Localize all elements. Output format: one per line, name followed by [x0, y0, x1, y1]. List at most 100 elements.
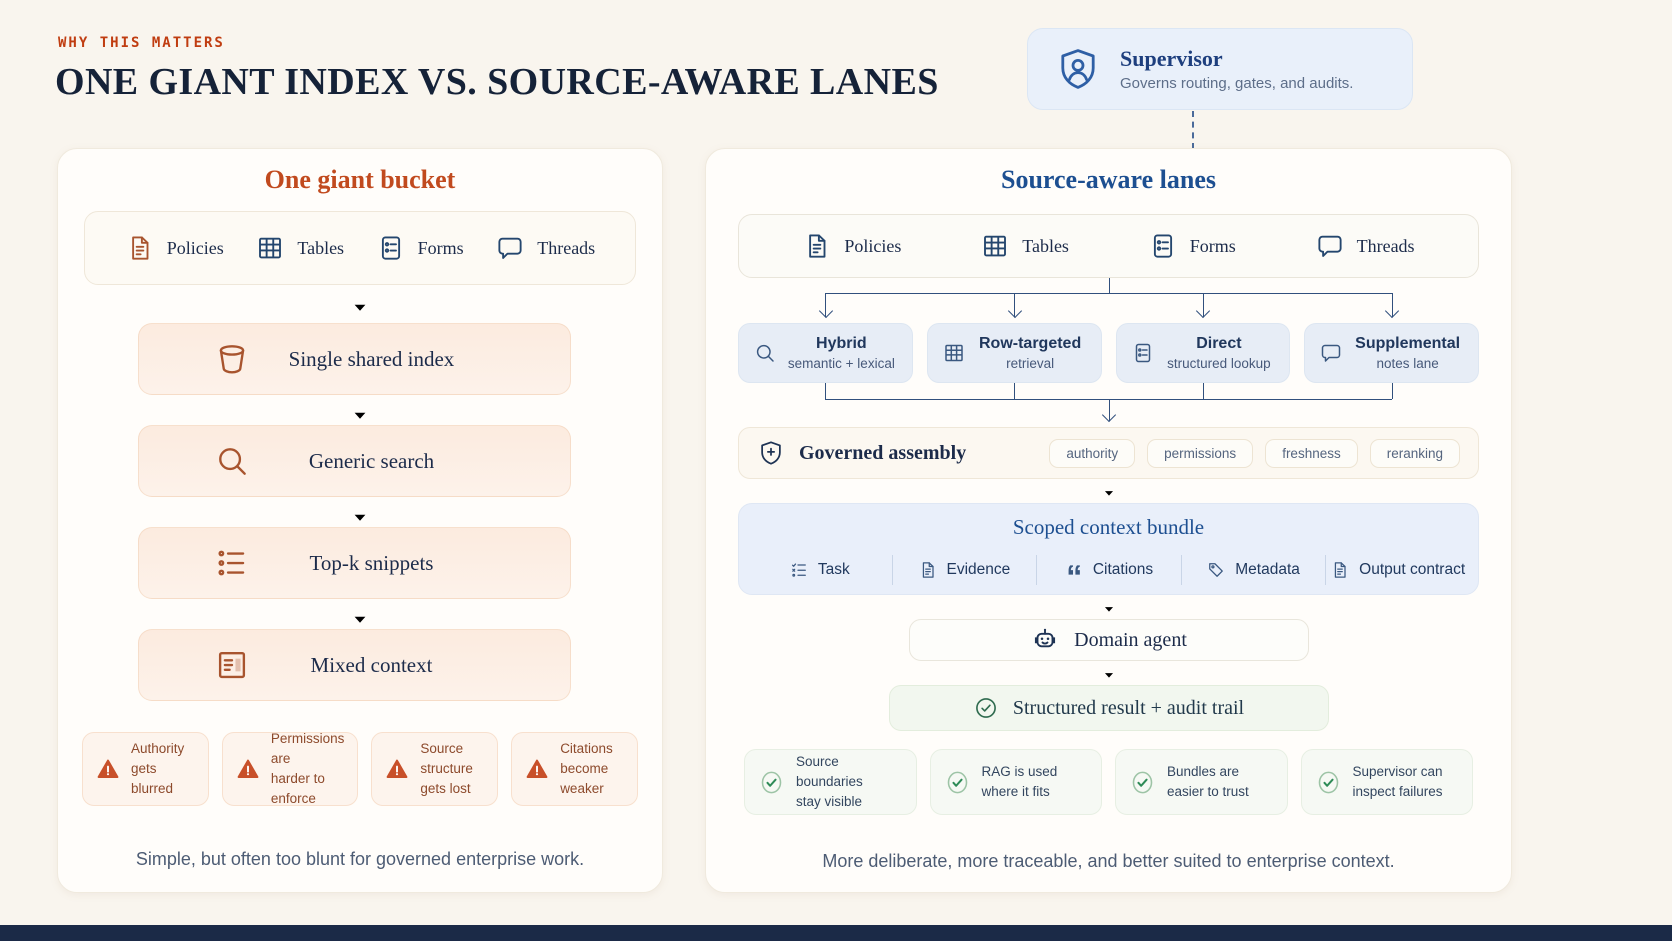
structured-result-box: Structured result + audit trail	[888, 685, 1329, 731]
document-icon	[802, 231, 832, 261]
connector-line	[1202, 383, 1204, 399]
source-label: Threads	[537, 237, 596, 258]
supervisor-card: Supervisor Governs routing, gates, and a…	[1027, 28, 1413, 110]
bundle-item-output-contract: Output contract	[1325, 549, 1470, 591]
form-icon	[1131, 341, 1155, 365]
shield-user-icon	[1054, 45, 1102, 93]
supervisor-subtitle: Governs routing, gates, and audits.	[1120, 75, 1354, 92]
check-circle-icon	[1129, 769, 1156, 796]
source-label: Forms	[417, 237, 464, 258]
chip-freshness: freshness	[1265, 438, 1358, 468]
down-arrow-icon	[1014, 293, 1016, 317]
down-arrow-icon	[706, 596, 1511, 617]
lane-text: Direct structured lookup	[1167, 334, 1271, 371]
bundle-item-citations: Citations	[1036, 549, 1181, 591]
down-arrow-icon	[58, 290, 662, 318]
down-arrow-icon	[58, 398, 662, 426]
check-circle-icon	[944, 769, 971, 796]
governed-assembly-bar: Governed assembly authority permissions …	[738, 427, 1479, 479]
right-sources-row: Policies Tables Forms Threads	[738, 214, 1479, 278]
bullet-list-icon	[213, 544, 251, 582]
lane-text: Row-targeted retrieval	[979, 334, 1082, 371]
bundle-items-row: Task Evidence Citations Metadata Output …	[739, 549, 1478, 591]
chip-permissions: permissions	[1147, 438, 1254, 468]
checklist-icon	[789, 560, 809, 580]
warning-triangle-icon	[96, 757, 120, 781]
structured-result-label: Structured result + audit trail	[1012, 696, 1245, 719]
source-label: Policies	[844, 235, 902, 256]
warning-triangle-icon	[525, 757, 549, 781]
search-icon	[213, 442, 251, 480]
source-item-policies: Policies	[125, 233, 224, 263]
chip-authority: authority	[1049, 438, 1136, 468]
warning-triangle-icon	[385, 757, 409, 781]
source-item-tables: Tables	[255, 233, 344, 263]
lanes-row: Hybrid semantic + lexical Row-targeted r…	[738, 323, 1479, 383]
check-circle-icon	[973, 695, 999, 721]
table-icon	[942, 341, 966, 365]
warning-triangle-icon	[236, 757, 260, 781]
flow-step-generic-search: Generic search	[138, 425, 571, 497]
chat-bubble-icon	[1315, 231, 1345, 261]
document-icon	[125, 233, 155, 263]
split-connector	[738, 278, 1479, 323]
eyebrow-label: WHY THIS MATTERS	[58, 35, 225, 51]
search-icon	[753, 341, 777, 365]
lane-supplemental-notes: Supplemental notes lane	[1304, 323, 1479, 383]
lane-text: Hybrid semantic + lexical	[787, 334, 895, 371]
down-arrow-icon	[1108, 399, 1110, 421]
page-title: ONE GIANT INDEX VS. SOURCE-AWARE LANES	[55, 61, 939, 103]
assembly-chips: authority permissions freshness rerankin…	[1049, 438, 1460, 468]
check-circle-icon	[1315, 769, 1342, 796]
flow-step-label: Top-k snippets	[309, 550, 434, 575]
down-arrow-icon	[58, 602, 662, 630]
chip-reranking: reranking	[1369, 438, 1460, 468]
bucket-icon	[213, 340, 251, 378]
domain-agent-label: Domain agent	[1074, 628, 1187, 651]
form-icon	[1148, 231, 1178, 261]
source-item-forms: Forms	[1148, 231, 1236, 261]
document-icon	[918, 560, 938, 580]
down-arrow-icon	[58, 500, 662, 528]
lane-direct-lookup: Direct structured lookup	[1115, 323, 1291, 383]
source-item-threads: Threads	[495, 233, 595, 263]
source-item-tables: Tables	[980, 231, 1069, 261]
bundle-item-metadata: Metadata	[1180, 549, 1326, 591]
mixed-document-icon	[213, 646, 251, 684]
down-arrow-icon	[706, 662, 1511, 683]
flow-step-top-k-snippets: Top-k snippets	[138, 527, 571, 599]
lane-row-targeted: Row-targeted retrieval	[926, 323, 1102, 383]
flow-step-mixed-context: Mixed context	[138, 629, 571, 701]
connector-line	[1014, 383, 1016, 399]
lane-hybrid-retrieval: Hybrid semantic + lexical	[738, 323, 913, 383]
merge-connector	[738, 383, 1479, 427]
right-panel-title: Source-aware lanes	[1001, 165, 1216, 194]
governed-assembly-label: Governed assembly	[799, 441, 967, 464]
connector-line	[825, 383, 827, 399]
table-icon	[980, 231, 1010, 261]
source-item-forms: Forms	[376, 233, 464, 263]
down-arrow-icon	[706, 480, 1511, 501]
supervisor-texts: Supervisor Governs routing, gates, and a…	[1120, 46, 1353, 92]
panel-source-aware-lanes: Source-aware lanes Policies Tables Forms…	[705, 148, 1512, 893]
supervisor-connector-line	[1192, 111, 1194, 149]
flow-step-label: Single shared index	[288, 346, 455, 371]
flow-step-label: Mixed context	[310, 652, 433, 677]
left-sources-row: Policies Tables Forms Threads	[84, 211, 636, 285]
scoped-context-bundle: Scoped context bundle Task Evidence Cita…	[738, 503, 1479, 595]
form-icon	[376, 233, 406, 263]
connector-line	[1391, 383, 1393, 399]
source-label: Threads	[1356, 235, 1415, 256]
